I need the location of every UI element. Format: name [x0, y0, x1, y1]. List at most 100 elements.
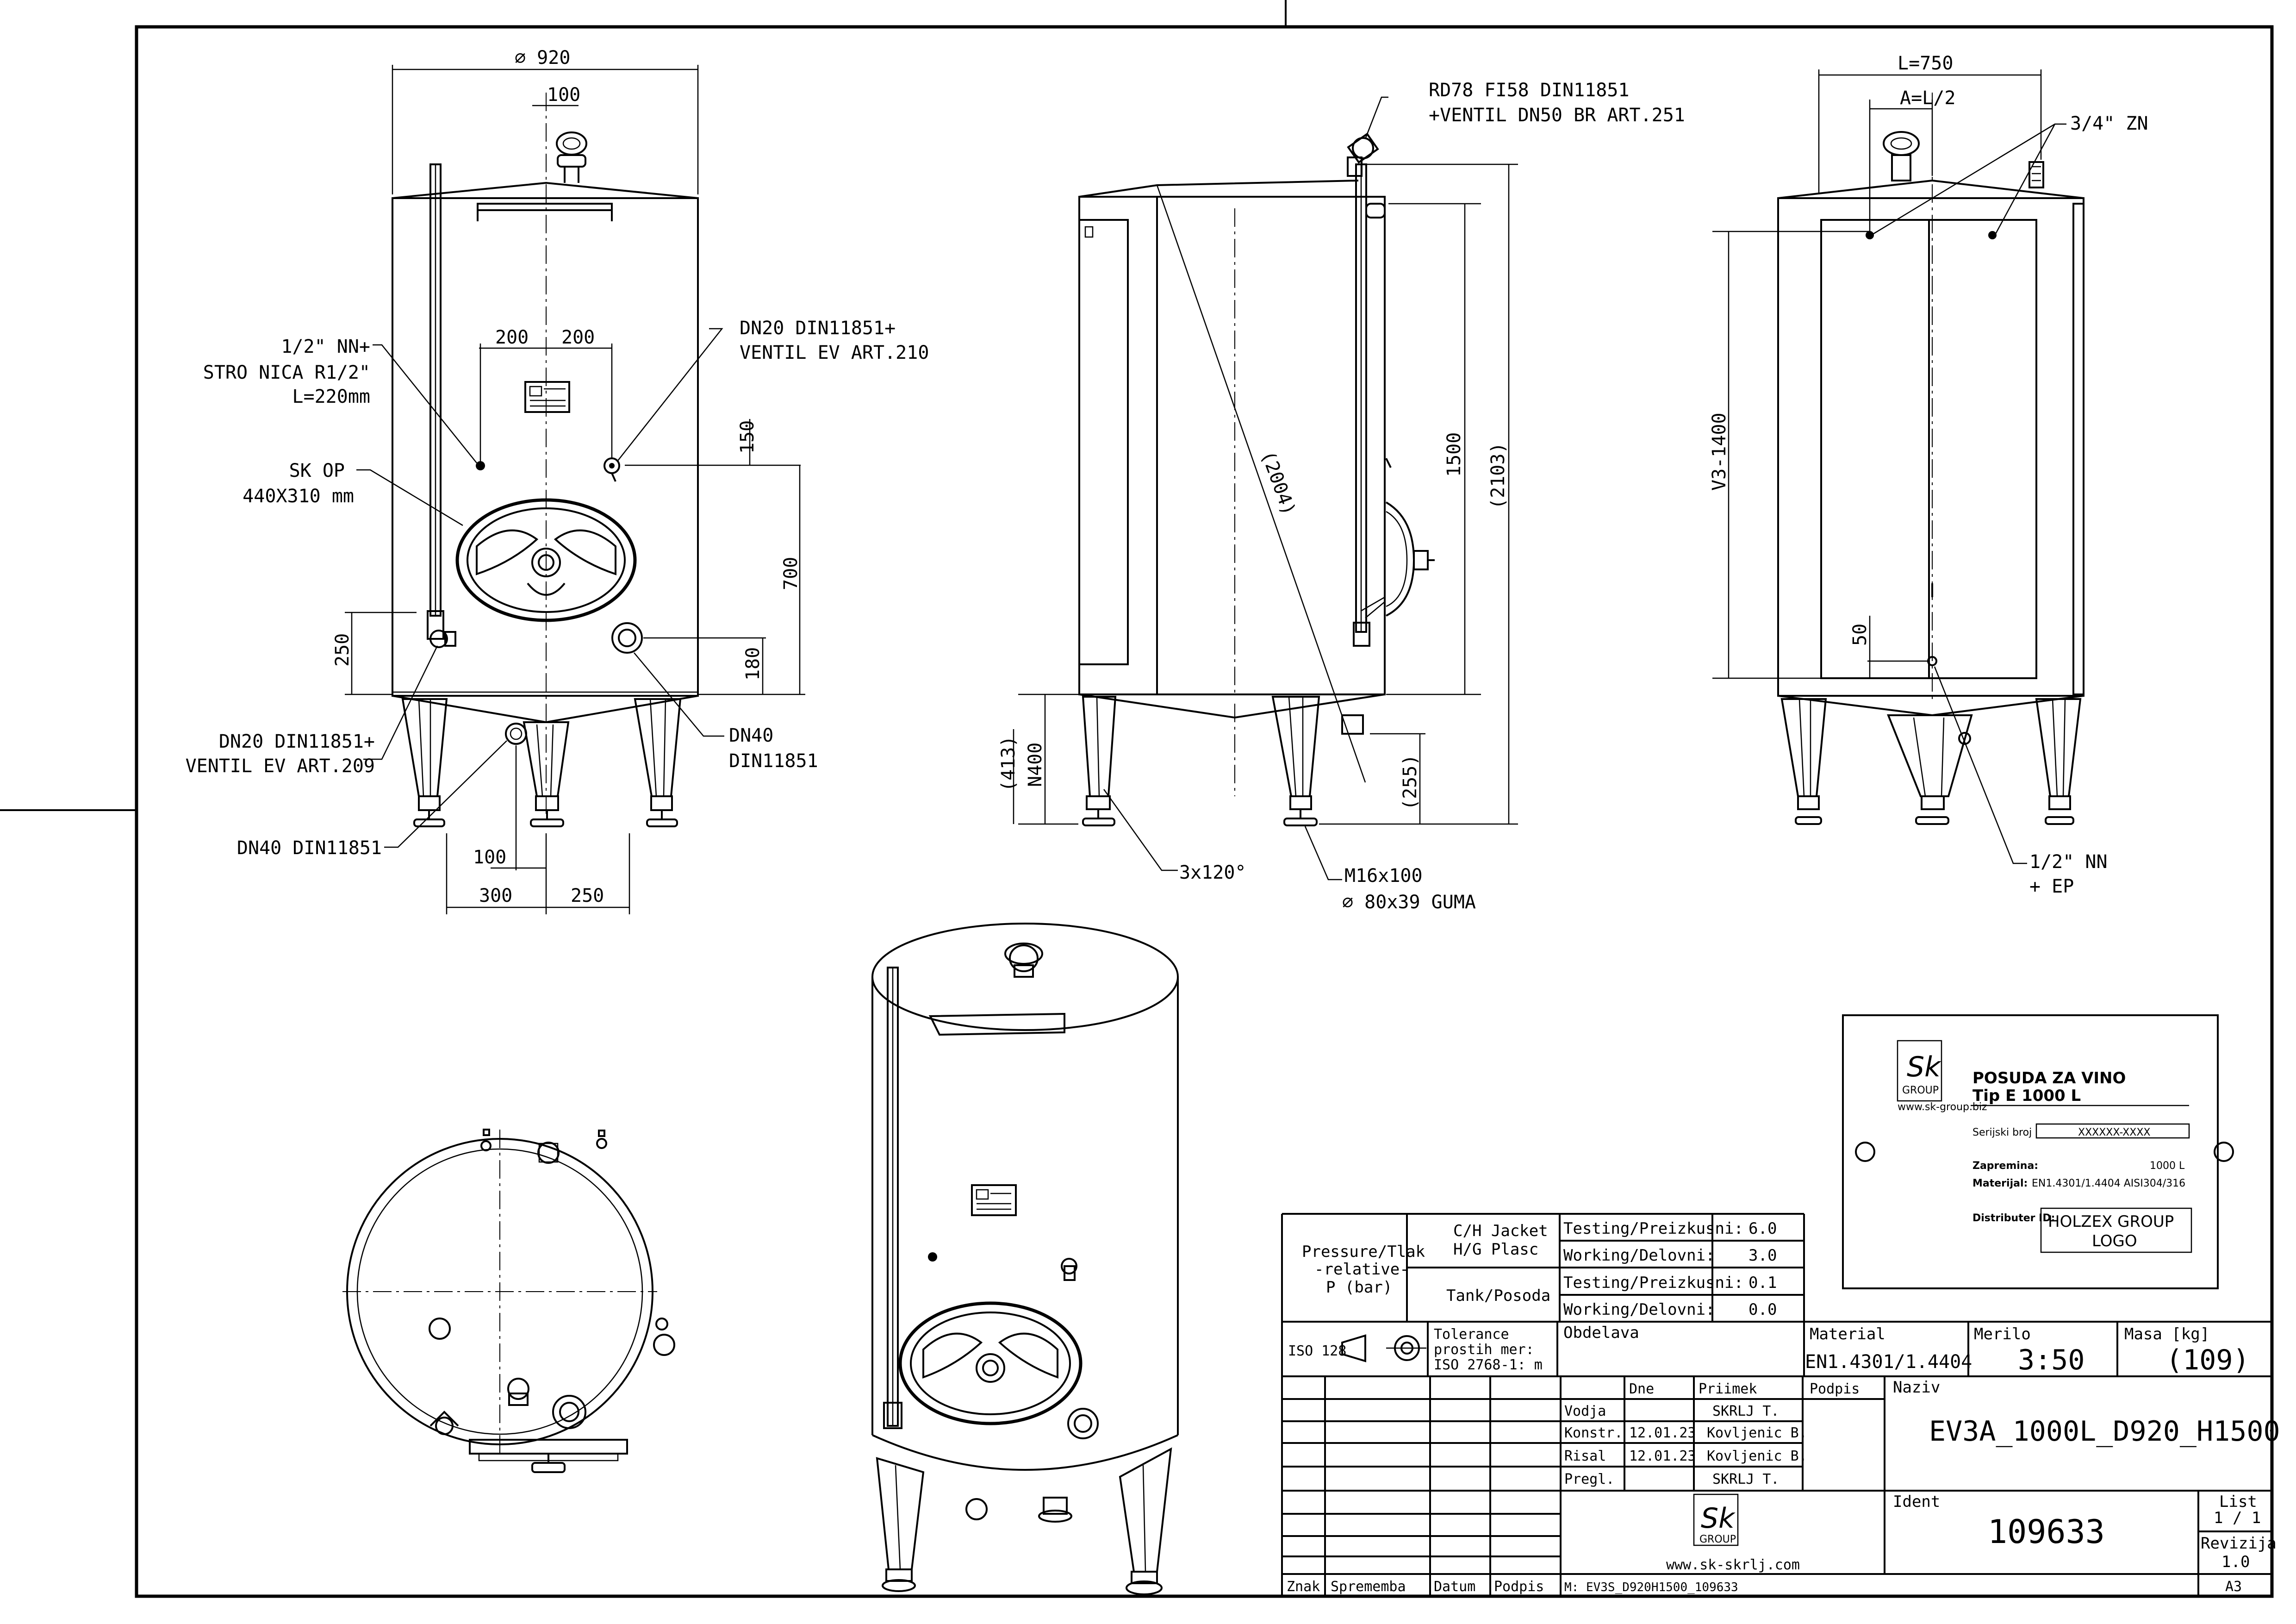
tb-datum: Datum — [1434, 1579, 1475, 1595]
side-legs — [1082, 696, 1320, 826]
tb-size: A3 — [2225, 1579, 2242, 1595]
label-dn40-right-2: DIN11851 — [729, 750, 818, 772]
side-413-dim: (413) — [998, 736, 1019, 792]
tb-row3-name: SKRLJ T. — [1712, 1471, 1780, 1487]
plate-dist-1: HOLZEX GROUP — [2048, 1212, 2174, 1231]
side-2004-dim: (2004) — [1257, 448, 1300, 518]
back-al2-dim: A=L/2 — [1900, 87, 1955, 109]
label-dn40-bottom: DN40 DIN11851 — [237, 837, 382, 859]
dn20-top-valve-icon — [604, 457, 620, 482]
label-dn40-right-1: DN40 — [729, 725, 773, 746]
label-skop-1: SK OP — [289, 460, 345, 481]
tb-row1-name: Kovljenic B. — [1707, 1425, 1807, 1441]
front-200-right: 200 — [561, 327, 595, 348]
tb-masa: (109) — [2166, 1344, 2250, 1376]
tb-ident-label: Ident — [1893, 1493, 1940, 1511]
tb-pressure-1: Pressure/Tlak — [1302, 1243, 1425, 1261]
tb-jt: 6.0 — [1748, 1219, 1777, 1238]
projection-symbol-icon — [1341, 1334, 1426, 1362]
label-nn-3: L=220mm — [292, 386, 370, 407]
plate-logo-sub: GROUP — [1902, 1085, 1939, 1096]
label-nn-1: 1/2" NN+ — [281, 336, 370, 357]
plate-dist-label: Distributer ID: — [1972, 1212, 2055, 1224]
tb-row2-role: Risal — [1564, 1448, 1606, 1464]
tb-tank-working: Working/Delovni: — [1563, 1300, 1715, 1319]
tb-col-priimek: Priimek — [1699, 1381, 1757, 1397]
tb-sprememba: Sprememba — [1331, 1579, 1406, 1595]
tb-podpis: Podpis — [1494, 1579, 1544, 1595]
plate-serial-label: Serijski broj — [1972, 1127, 2032, 1138]
tb-tw: 0.0 — [1748, 1300, 1777, 1319]
dn20-bottom-valve-icon — [429, 630, 456, 648]
side-2103-dim: (2103) — [1487, 443, 1509, 510]
back-l750-dim: L=750 — [1898, 53, 1953, 74]
tb-tt: 0.1 — [1748, 1274, 1777, 1292]
front-150-dim: 150 — [737, 420, 758, 454]
tb-row3-role: Pregl. — [1564, 1471, 1614, 1487]
plate-mat-label: Materijal: — [1972, 1178, 2028, 1189]
iso-legs — [876, 1447, 1172, 1595]
plate-serial: XXXXXX-XXXX — [2078, 1127, 2150, 1138]
tb-jw: 3.0 — [1748, 1246, 1777, 1265]
label-nn-2: STRO NICA R1/2" — [203, 362, 370, 383]
side-manway-icon — [1385, 501, 1435, 617]
back-top-valve-icon — [1883, 131, 1920, 181]
tb-ident: 109633 — [1988, 1513, 2105, 1551]
plate-mat: EN1.4301/1.4404 AISI304/316 — [2032, 1178, 2185, 1189]
tb-pressure-3: P (bar) — [1326, 1278, 1392, 1297]
tb-row1-role: Konstr. — [1564, 1425, 1623, 1441]
plate-title-1: POSUDA ZA VINO — [1972, 1069, 2126, 1087]
tb-row2-name: Kovljenic B. — [1707, 1448, 1807, 1464]
side-label-legs: 3x120° — [1179, 862, 1246, 883]
tb-naziv: EV3A_1000L_D920_H1500 — [1929, 1415, 2280, 1448]
label-dn20-top-2: VENTIL EV ART.210 — [740, 342, 929, 363]
front-180-dim: 180 — [742, 647, 764, 681]
tb-model: M: EV3S_D920H1500_109633 — [1564, 1580, 1738, 1594]
tb-jacket-testing: Testing/Preizkusni: — [1563, 1219, 1743, 1238]
top-view-fittings — [429, 1129, 675, 1473]
back-nn-label-1: 1/2" NN — [2029, 851, 2108, 873]
side-view: (2004) 1500 (2103) (413) N4 — [998, 80, 1685, 913]
back-v3-dim: V3-1400 — [1709, 412, 1730, 491]
side-label-m16-2: ∅ 80x39 GUMA — [1342, 892, 1476, 913]
tb-list-label: List — [2219, 1493, 2257, 1511]
zn-fitting-icon — [2028, 161, 2044, 188]
plate-web: www.sk-group.biz — [1898, 1101, 1987, 1113]
sk-group-logo: Sk GROUP — [1693, 1493, 1739, 1546]
side-1500-dim: 1500 — [1444, 432, 1465, 477]
tb-obdelava: Obdelava — [1563, 1324, 1639, 1342]
front-dia-dim: ∅ 920 — [515, 47, 570, 69]
tb-logo: Sk — [1701, 1502, 1736, 1535]
manway-door — [455, 498, 637, 622]
tb-merilo: 3:50 — [2018, 1344, 2085, 1376]
side-label-rd-1: RD78 FI58 DIN11851 — [1429, 80, 1629, 101]
tb-masa-label: Masa [kg] — [2124, 1325, 2209, 1343]
tb-tol-3: ISO 2768-1: m — [1434, 1357, 1543, 1373]
front-dimensions: ∅ 920 100 200 200 150 700 180 250 — [332, 47, 805, 914]
back-view: L=750 A=L/2 V3-1400 50 3/4" ZN 1/2" NN +… — [1709, 53, 2148, 897]
side-255-dim: (255) — [1400, 755, 1421, 810]
front-legs — [401, 698, 682, 827]
tb-pressure-2: -relative- — [1314, 1260, 1409, 1279]
nameplate-detail: Sk GROUP www.sk-group.biz POSUDA ZA VINO… — [1842, 1014, 2234, 1289]
tb-material-label: Material — [1810, 1325, 1885, 1343]
tb-row0-role: Vodja — [1564, 1403, 1606, 1419]
front-view: ∅ 920 100 200 200 150 700 180 250 — [186, 47, 929, 914]
back-nn-label-2: + EP — [2029, 876, 2074, 897]
plate-vol: 1000 L — [2150, 1160, 2185, 1172]
back-legs — [1780, 698, 2082, 825]
front-top-100-dim: 100 — [547, 84, 580, 106]
tb-row2-date: 12.01.23 — [1629, 1448, 1696, 1464]
title-block: Pressure/Tlak -relative- P (bar) C/H Jac… — [1281, 1213, 2280, 1596]
front-bottom-100-dim: 100 — [473, 847, 506, 868]
tb-tol-2: prostih mer: — [1434, 1342, 1534, 1358]
tb-jacket-working: Working/Delovni: — [1563, 1246, 1715, 1265]
plate-logo: Sk — [1907, 1051, 1941, 1083]
tb-merilo-label: Merilo — [1974, 1325, 2031, 1343]
front-200-left: 200 — [495, 327, 529, 348]
drawing-frame — [0, 0, 2274, 1598]
tb-tol-1: Tolerance — [1434, 1326, 1509, 1343]
side-label-rd-2: +VENTIL DN50 BR ART.251 — [1429, 105, 1685, 126]
label-dn20-bot-2: VENTIL EV ART.209 — [186, 756, 375, 777]
